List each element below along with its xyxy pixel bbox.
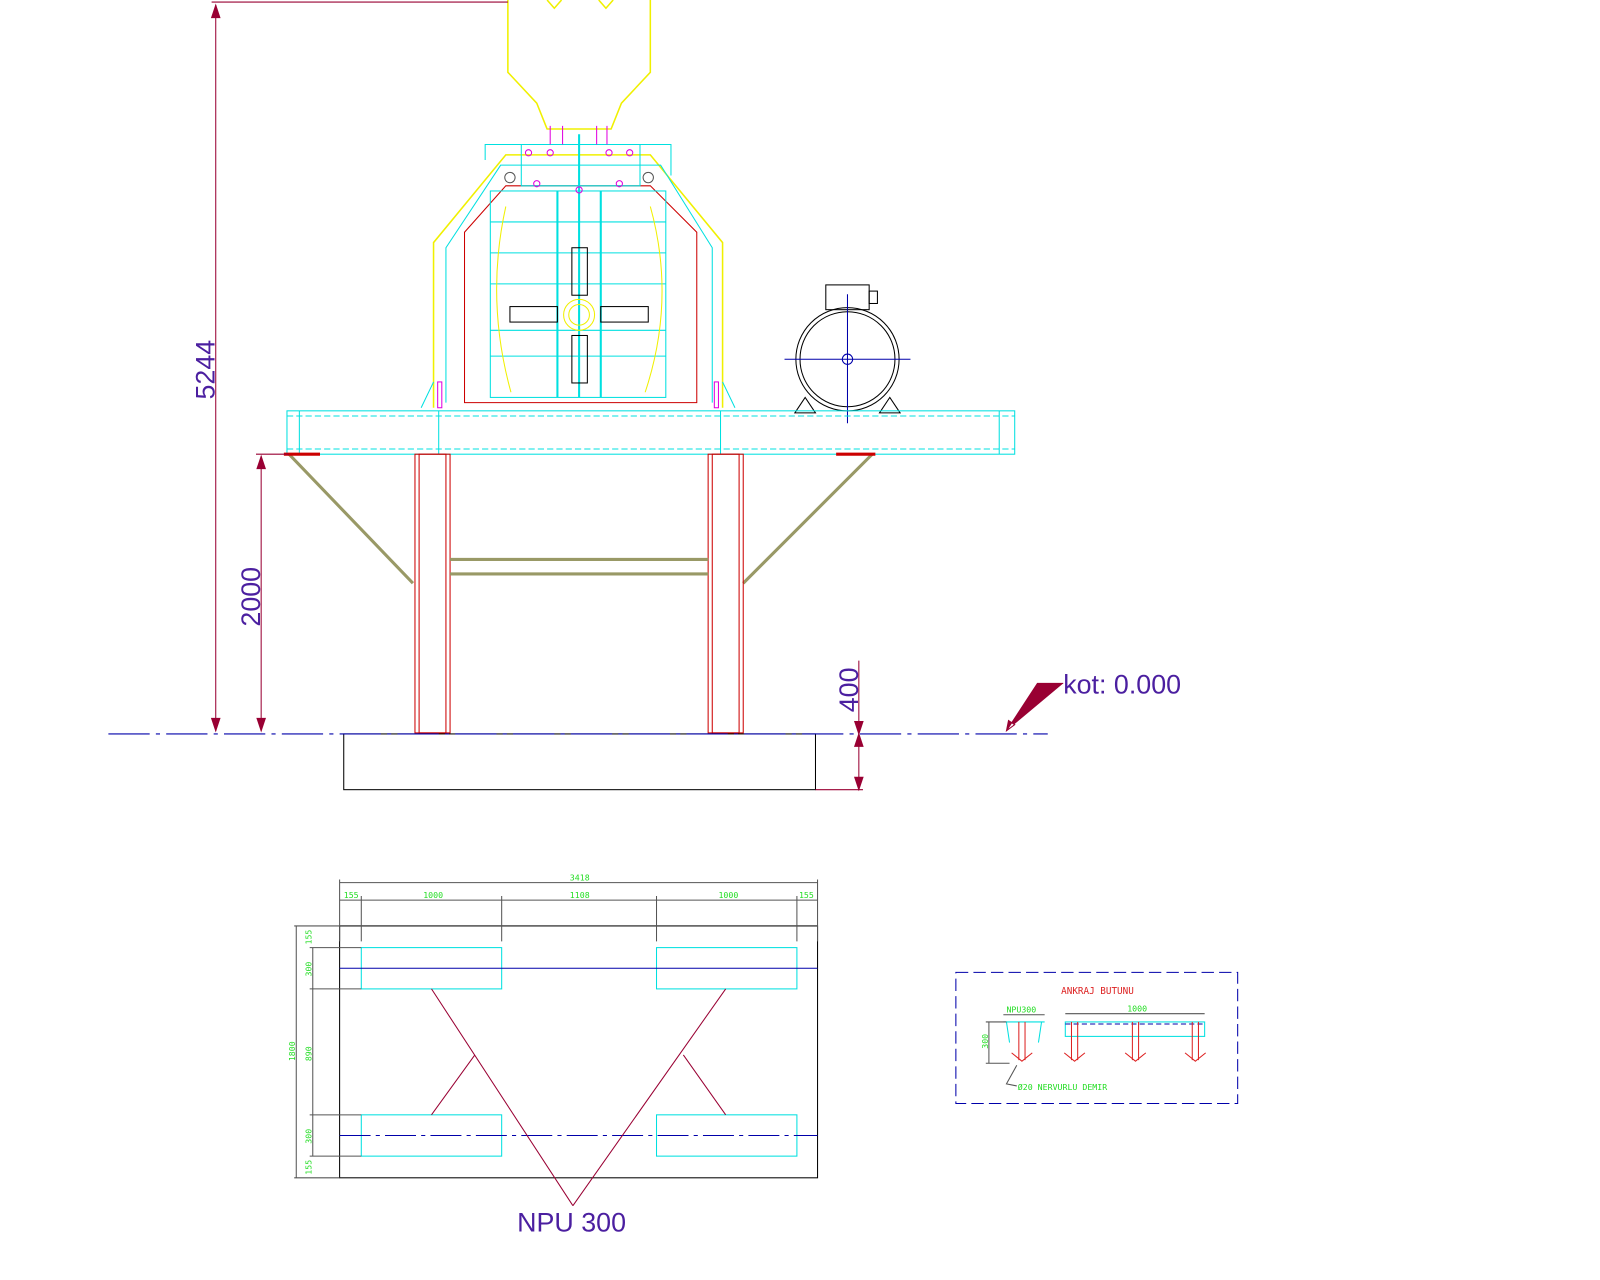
plan-overall-width: 3418: [570, 873, 590, 883]
plan-width-seg-3: 1108: [570, 890, 590, 900]
plan-depth-seg-4: 300: [304, 1129, 314, 1144]
feed-hopper: [507, 0, 652, 130]
platform-height-dim: 2000: [236, 567, 266, 627]
plan-width-seg-1: 155: [344, 890, 359, 900]
dimension-lines: [210, 1, 1064, 792]
plan-width-seg-5: 155: [799, 890, 814, 900]
total-height-dim: 5244: [191, 340, 221, 400]
anchor-detail-title: ANKRAJ BUTUNU: [1061, 986, 1134, 997]
foundation-depth-dim: 400: [834, 667, 864, 712]
steel-platform: [283, 410, 1016, 734]
rebar-label: Ø20 NERVURLU DEMIR: [1018, 1082, 1107, 1092]
plan-depth-seg-5: 155: [304, 1160, 314, 1175]
beam-label: NPU 300: [517, 1207, 626, 1237]
plan-overall-depth: 1800: [287, 1041, 297, 1061]
electric-motor: [784, 284, 911, 424]
plan-width-seg-2: 1000: [423, 890, 443, 900]
crusher-housing: [420, 125, 736, 409]
anchor-section-label: NPU300: [1006, 1005, 1036, 1015]
anchor-length-dim: 1000: [1127, 1004, 1147, 1014]
foundation-plan: [294, 879, 819, 1206]
plan-width-seg-4: 1000: [718, 890, 738, 900]
concrete-foundation: [343, 733, 816, 791]
anchor-detail: [955, 971, 1239, 1104]
plan-depth-seg-3: 890: [304, 1046, 314, 1061]
plan-depth-seg-2: 300: [304, 962, 314, 977]
anchor-height-dim: 300: [980, 1034, 990, 1049]
level-label: kot: 0.000: [1063, 670, 1181, 700]
plan-depth-seg-1: 155: [304, 930, 314, 945]
